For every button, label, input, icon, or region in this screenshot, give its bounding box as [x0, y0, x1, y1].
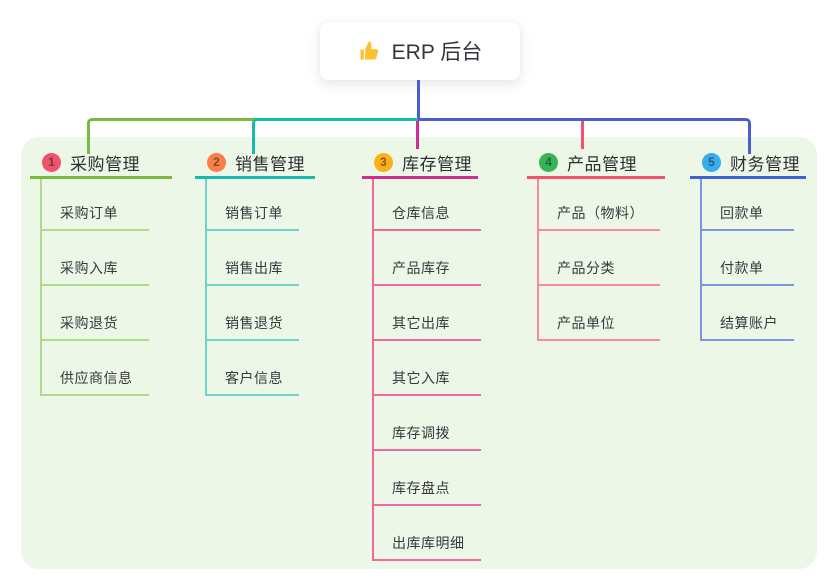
branch-product: 4 产品管理 产品（物料） 产品分类 产品单位: [527, 148, 665, 341]
node-label: 产品单位: [557, 315, 615, 331]
branch-purchase-children: 采购订单 采购入库 采购退货 供应商信息: [40, 179, 149, 396]
badge-3-icon: 3: [374, 152, 393, 172]
badge-5-icon: 5: [702, 152, 721, 172]
node-item[interactable]: 采购订单: [42, 179, 149, 231]
node-item[interactable]: 其它入库: [374, 341, 481, 396]
branch-label: 采购管理: [70, 154, 140, 174]
node-item[interactable]: 产品分类: [539, 231, 660, 286]
thumbs-up-icon: [358, 39, 382, 63]
node-label: 回款单: [720, 205, 764, 221]
branch-label: 产品管理: [567, 154, 637, 174]
node-item[interactable]: 产品库存: [374, 231, 481, 286]
connector-branch4-drop: [581, 121, 584, 149]
branch-inventory-children: 仓库信息 产品库存 其它出库 其它入库 库存调拨 库存盘点 出库库明细: [372, 179, 481, 561]
connector-branch2-elbow: [252, 118, 421, 154]
badge-1-icon: 1: [42, 152, 61, 172]
branch-sales-children: 销售订单 销售出库 销售退货 客户信息: [205, 179, 299, 396]
node-label: 采购入库: [60, 260, 118, 276]
node-item[interactable]: 产品（物料）: [539, 179, 660, 231]
node-item[interactable]: 采购退货: [42, 286, 149, 341]
branch-finance-header[interactable]: 5 财务管理: [690, 148, 806, 179]
node-label: 其它入库: [392, 370, 450, 386]
branch-inventory: 3 库存管理 仓库信息 产品库存 其它出库 其它入库 库存调拨 库存盘点 出库库…: [362, 148, 481, 561]
branch-product-children: 产品（物料） 产品分类 产品单位: [537, 179, 660, 341]
node-item[interactable]: 库存盘点: [374, 451, 481, 506]
node-label: 产品分类: [557, 260, 615, 276]
branch-inventory-header[interactable]: 3 库存管理: [362, 148, 478, 179]
node-label: 产品（物料）: [557, 205, 644, 221]
badge-2-icon: 2: [207, 152, 226, 172]
node-item[interactable]: 仓库信息: [374, 179, 481, 231]
connector-branch3-drop: [416, 121, 419, 149]
node-label: 客户信息: [225, 370, 283, 386]
node-item[interactable]: 采购入库: [42, 231, 149, 286]
node-label: 结算账户: [720, 315, 778, 331]
branch-label: 销售管理: [235, 154, 305, 174]
root-title: ERP 后台: [391, 41, 483, 64]
node-label: 库存盘点: [392, 480, 450, 496]
connector-root-stem: [417, 80, 420, 121]
node-item[interactable]: 结算账户: [702, 286, 794, 341]
branch-sales-header[interactable]: 2 销售管理: [195, 148, 315, 179]
node-label: 库存调拨: [392, 425, 450, 441]
branch-finance: 5 财务管理 回款单 付款单 结算账户: [690, 148, 806, 341]
node-label: 销售退货: [225, 315, 283, 331]
branch-product-header[interactable]: 4 产品管理: [527, 148, 665, 179]
node-item[interactable]: 客户信息: [207, 341, 299, 396]
connector-branch5-elbow: [418, 118, 751, 154]
node-item[interactable]: 供应商信息: [42, 341, 149, 396]
node-item[interactable]: 其它出库: [374, 286, 481, 341]
node-label: 销售出库: [225, 260, 283, 276]
canvas-panel: [21, 137, 817, 569]
branch-purchase-header[interactable]: 1 采购管理: [30, 148, 172, 179]
branch-sales: 2 销售管理 销售订单 销售出库 销售退货 客户信息: [195, 148, 315, 396]
branch-label: 库存管理: [402, 154, 472, 174]
branch-label: 财务管理: [730, 154, 800, 174]
badge-4-icon: 4: [539, 152, 558, 172]
node-label: 产品库存: [392, 260, 450, 276]
node-item[interactable]: 产品单位: [539, 286, 660, 341]
root-node[interactable]: ERP 后台: [320, 22, 520, 80]
node-item[interactable]: 付款单: [702, 231, 794, 286]
node-label: 采购退货: [60, 315, 118, 331]
node-item[interactable]: 销售出库: [207, 231, 299, 286]
node-label: 采购订单: [60, 205, 118, 221]
node-label: 其它出库: [392, 315, 450, 331]
branch-finance-children: 回款单 付款单 结算账户: [700, 179, 794, 341]
node-item[interactable]: 回款单: [702, 179, 794, 231]
node-item[interactable]: 销售退货: [207, 286, 299, 341]
node-item[interactable]: 出库库明细: [374, 506, 481, 561]
node-label: 付款单: [720, 260, 764, 276]
node-label: 仓库信息: [392, 205, 450, 221]
node-label: 销售订单: [225, 205, 283, 221]
node-label: 供应商信息: [60, 370, 133, 386]
connector-branch1-elbow: [87, 118, 257, 154]
node-item[interactable]: 库存调拨: [374, 396, 481, 451]
branch-purchase: 1 采购管理 采购订单 采购入库 采购退货 供应商信息: [30, 148, 172, 396]
node-label: 出库库明细: [392, 535, 465, 551]
node-item[interactable]: 销售订单: [207, 179, 299, 231]
